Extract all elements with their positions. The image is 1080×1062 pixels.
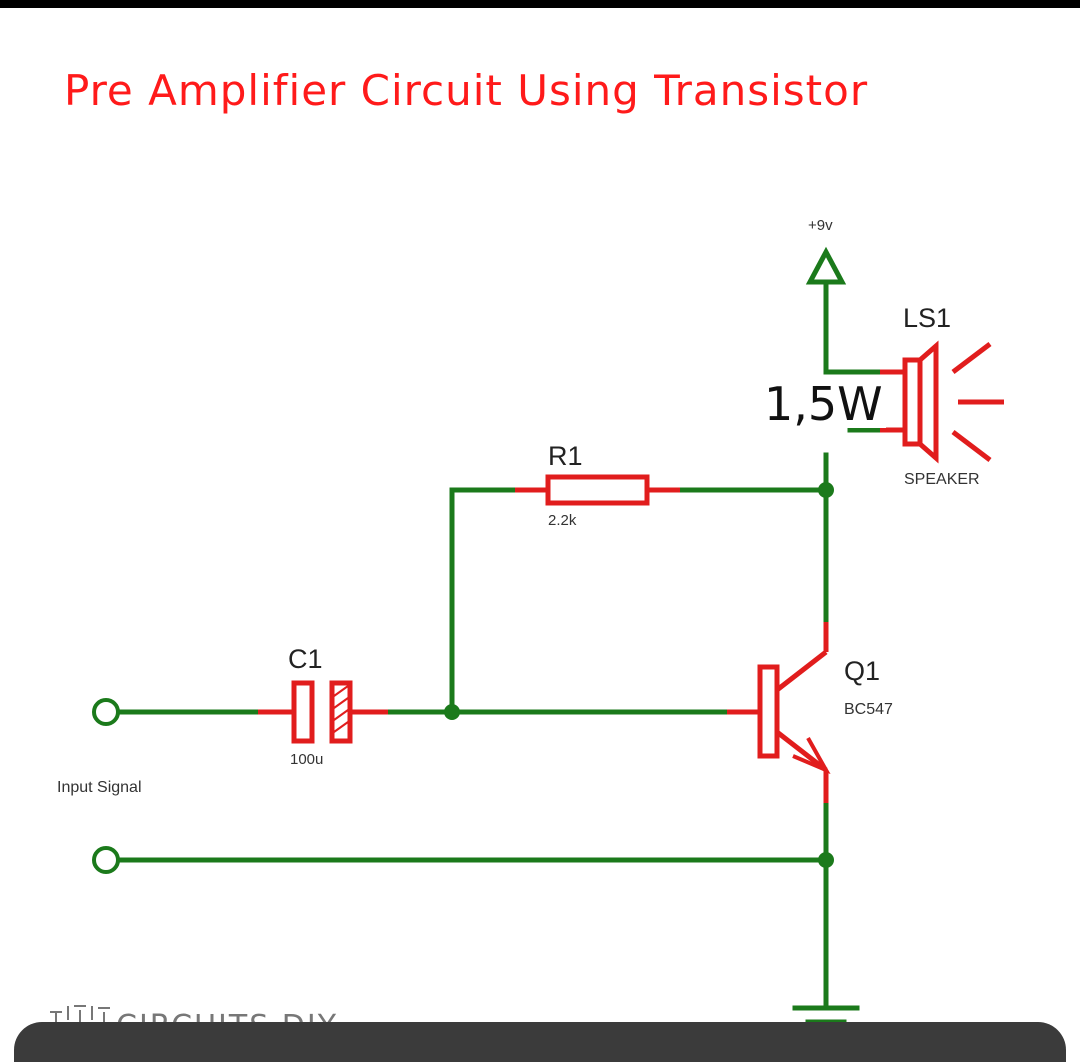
- capacitor-hatch: [333, 685, 349, 733]
- top-bar: [0, 0, 1080, 8]
- hatch-line: [333, 697, 349, 709]
- wires: [115, 246, 883, 1025]
- hatch-line: [333, 721, 349, 733]
- chip-icon: [50, 1005, 110, 1022]
- circuit-schematic: +9v LS1 1,5W SPEAKER R1 2.2k C1 100u Q1 …: [50, 217, 1004, 1035]
- sound-wave-icon: [951, 342, 992, 374]
- resistor-value-label: 2.2k: [548, 512, 577, 529]
- transistor-type-label: BC547: [844, 701, 893, 718]
- speaker-cone-icon: [918, 340, 939, 464]
- input-terminals: [92, 698, 120, 874]
- resistor-icon: [545, 474, 650, 506]
- transistor-base-icon: [757, 664, 780, 759]
- hatch-line: [333, 685, 349, 697]
- emitter-arrow-icon: [792, 737, 831, 775]
- input-terminal-icon: [92, 698, 120, 726]
- q1-emitter: [775, 730, 828, 772]
- junctions: [444, 482, 834, 868]
- transistor-ref-label: Q1: [844, 656, 880, 686]
- speaker-power-note: 1,5W: [764, 377, 883, 431]
- diagram-title: Pre Amplifier Circuit Using Transistor: [64, 66, 869, 115]
- q1-collector: [775, 650, 828, 692]
- junction-dot: [444, 704, 460, 720]
- components: [258, 340, 1004, 803]
- speaker-coil-icon: [902, 357, 923, 447]
- hatch-line: [333, 709, 349, 721]
- note-background: [764, 382, 886, 428]
- supply-arrow-icon: [805, 246, 847, 285]
- speaker-type-label: SPEAKER: [904, 471, 980, 488]
- supply-label: +9v: [808, 217, 833, 234]
- ground-terminal-icon: [92, 846, 120, 874]
- bottom-sheet-panel[interactable]: [14, 1022, 1066, 1062]
- capacitor-value-label: 100u: [290, 751, 323, 768]
- input-signal-label: Input Signal: [57, 779, 142, 796]
- capacitor-plate-icon: [291, 680, 315, 744]
- junction-dot: [818, 482, 834, 498]
- sound-wave-icon: [951, 430, 992, 462]
- speaker-ref-label: LS1: [903, 303, 951, 333]
- capacitor-ref-label: C1: [288, 644, 323, 674]
- junction-dot: [818, 852, 834, 868]
- resistor-ref-label: R1: [548, 441, 583, 471]
